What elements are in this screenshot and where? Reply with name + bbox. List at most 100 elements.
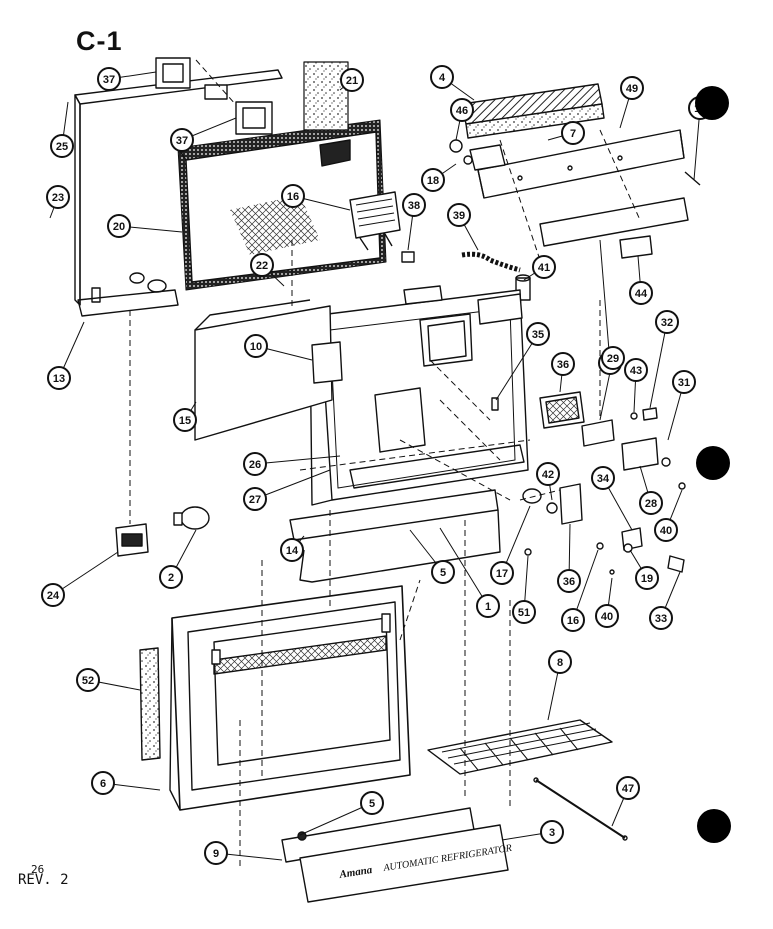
callout-circle bbox=[340, 68, 364, 92]
callout-label: 5 bbox=[369, 798, 375, 810]
callout-circle bbox=[672, 370, 696, 394]
callout-circle bbox=[97, 67, 121, 91]
callout-label: 32 bbox=[661, 317, 673, 329]
callout-label: 40 bbox=[660, 525, 672, 537]
callout-circle bbox=[551, 352, 575, 376]
callout-circle bbox=[50, 134, 74, 158]
callout-label: 46 bbox=[456, 105, 468, 117]
callout-circle bbox=[629, 281, 653, 305]
leader-line bbox=[501, 505, 531, 574]
callout-label: 10 bbox=[250, 341, 262, 353]
callout-label: 38 bbox=[408, 200, 420, 212]
callout-circle bbox=[280, 538, 304, 562]
callout-circle bbox=[450, 98, 474, 122]
leader-line bbox=[299, 802, 373, 836]
registration-dot bbox=[696, 446, 730, 480]
callout-circle bbox=[655, 310, 679, 334]
leader-line bbox=[439, 527, 489, 607]
callout-circle bbox=[204, 841, 228, 865]
callout-label: 41 bbox=[538, 262, 550, 274]
callout-circle bbox=[159, 565, 183, 589]
callout-circle bbox=[250, 253, 274, 277]
callout-label: 2 bbox=[168, 572, 174, 584]
callout-label: 52 bbox=[82, 675, 94, 687]
revision-number: 2 bbox=[60, 872, 69, 888]
callout-circle bbox=[91, 771, 115, 795]
callout-circle bbox=[526, 322, 550, 346]
door-frame bbox=[169, 585, 411, 811]
leader-line bbox=[649, 321, 668, 409]
callout-label: 14 bbox=[286, 545, 299, 557]
callout-label: 39 bbox=[453, 210, 465, 222]
leader-line bbox=[254, 455, 341, 465]
callout-label: 37 bbox=[176, 135, 188, 147]
foam-block bbox=[303, 61, 349, 131]
nameplate-brand: Amana bbox=[338, 864, 374, 881]
leader-line bbox=[572, 549, 599, 621]
callout-label: 42 bbox=[542, 469, 554, 481]
registration-dot bbox=[697, 809, 731, 843]
callout-label: 47 bbox=[622, 783, 634, 795]
callout-circle bbox=[281, 184, 305, 208]
callout-circle bbox=[243, 487, 267, 511]
callout-label: 9 bbox=[213, 848, 219, 860]
callout-label: 31 bbox=[678, 377, 690, 389]
revision-sheet: 26 bbox=[31, 863, 45, 876]
callout-circle bbox=[561, 608, 585, 632]
callout-label: 4 bbox=[439, 72, 446, 84]
leader-line bbox=[693, 107, 701, 181]
callout-circle bbox=[476, 594, 500, 618]
callout-circle bbox=[561, 121, 585, 145]
callout-label: 17 bbox=[496, 568, 508, 580]
callout-label: 40 bbox=[601, 611, 613, 623]
callout-label: 15 bbox=[179, 415, 191, 427]
revision-prefix: REV. bbox=[18, 872, 52, 888]
callout-label: 27 bbox=[249, 494, 261, 506]
callout-label: 16 bbox=[287, 191, 299, 203]
callout-circle bbox=[490, 561, 514, 585]
callout-circle bbox=[532, 255, 556, 279]
registration-dot bbox=[695, 86, 729, 120]
callout-label: 43 bbox=[630, 365, 642, 377]
callout-circle bbox=[512, 600, 536, 624]
callout-label: 20 bbox=[113, 221, 125, 233]
callout-circle bbox=[635, 566, 659, 590]
callout-circle bbox=[47, 366, 71, 390]
callout-label: 37 bbox=[103, 74, 115, 86]
callout-label: 35 bbox=[532, 329, 544, 341]
callout-label: 49 bbox=[626, 83, 638, 95]
callout-label: 23 bbox=[52, 192, 64, 204]
leader-line bbox=[599, 239, 611, 364]
callout-label: 22 bbox=[256, 260, 268, 272]
callout-label: 28 bbox=[645, 498, 657, 510]
callout-circle bbox=[616, 776, 640, 800]
tray-grid bbox=[441, 722, 603, 771]
callout-label: 25 bbox=[56, 141, 68, 153]
callout-label: 44 bbox=[635, 288, 648, 300]
callout-circle bbox=[430, 65, 454, 89]
callout-label: 1 bbox=[485, 601, 491, 613]
leader-line bbox=[495, 333, 539, 401]
callout-circle bbox=[46, 185, 70, 209]
callout-circle bbox=[170, 128, 194, 152]
callout-circle bbox=[620, 76, 644, 100]
callout-circle bbox=[76, 668, 100, 692]
callout-circle bbox=[431, 560, 455, 584]
callout-circle bbox=[107, 214, 131, 238]
callout-label: 51 bbox=[518, 607, 530, 619]
callout-label: 36 bbox=[557, 359, 569, 371]
callout-label: 13 bbox=[53, 373, 65, 385]
callout-label: 8 bbox=[557, 657, 563, 669]
callout-label: 19 bbox=[641, 573, 653, 585]
callout-circle bbox=[548, 650, 572, 674]
callout-circle bbox=[557, 569, 581, 593]
callout-circle bbox=[41, 583, 65, 607]
callout-circle bbox=[536, 462, 560, 486]
callout-label: 21 bbox=[346, 75, 358, 87]
callout-circle bbox=[244, 334, 268, 358]
callout-circle bbox=[447, 203, 471, 227]
callout-circle bbox=[624, 358, 648, 382]
leader-line bbox=[52, 551, 119, 596]
callout-label: 26 bbox=[249, 459, 261, 471]
callout-label: 3 bbox=[549, 827, 555, 839]
